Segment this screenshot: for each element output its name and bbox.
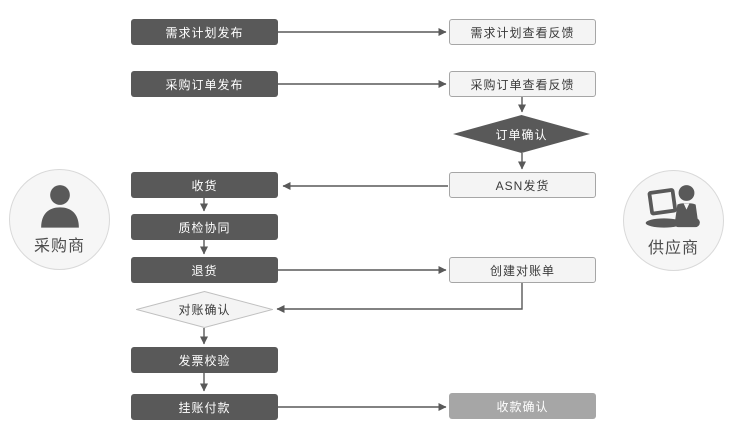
node-demand-plan-feedback: 需求计划查看反馈 bbox=[449, 19, 596, 45]
decision-statement-confirm-label: 对账确认 bbox=[178, 303, 231, 317]
node-asn-ship: ASN发货 bbox=[449, 172, 596, 198]
decision-order-confirm: 订单确认 bbox=[453, 115, 590, 153]
node-po-publish: 采购订单发布 bbox=[131, 71, 278, 97]
person-laptop-icon bbox=[645, 185, 700, 228]
supplier-actor-circle: 供应商 bbox=[623, 170, 724, 271]
person-icon bbox=[40, 185, 79, 228]
node-receive-goods: 收货 bbox=[131, 172, 278, 198]
node-receipt-confirm: 收款确认 bbox=[449, 393, 596, 419]
supplier-actor-label: 供应商 bbox=[647, 240, 699, 257]
node-quality-collab: 质检协同 bbox=[131, 214, 278, 240]
node-invoice-verify: 发票校验 bbox=[131, 347, 278, 373]
statement-confirm-diamond-shape bbox=[136, 291, 273, 328]
decision-order-confirm-label: 订单确认 bbox=[495, 127, 548, 142]
buyer-actor-label: 采购商 bbox=[33, 238, 85, 255]
node-return-goods: 退货 bbox=[131, 257, 278, 283]
node-po-feedback: 采购订单查看反馈 bbox=[449, 71, 596, 97]
node-demand-plan-publish: 需求计划发布 bbox=[131, 19, 278, 45]
decision-statement-confirm: 对账确认 bbox=[136, 291, 273, 328]
node-create-statement: 创建对账单 bbox=[449, 257, 596, 283]
buyer-actor-circle: 采购商 bbox=[9, 169, 110, 270]
order-confirm-diamond-shape bbox=[453, 115, 590, 153]
node-payment-on-account: 挂账付款 bbox=[131, 394, 278, 420]
